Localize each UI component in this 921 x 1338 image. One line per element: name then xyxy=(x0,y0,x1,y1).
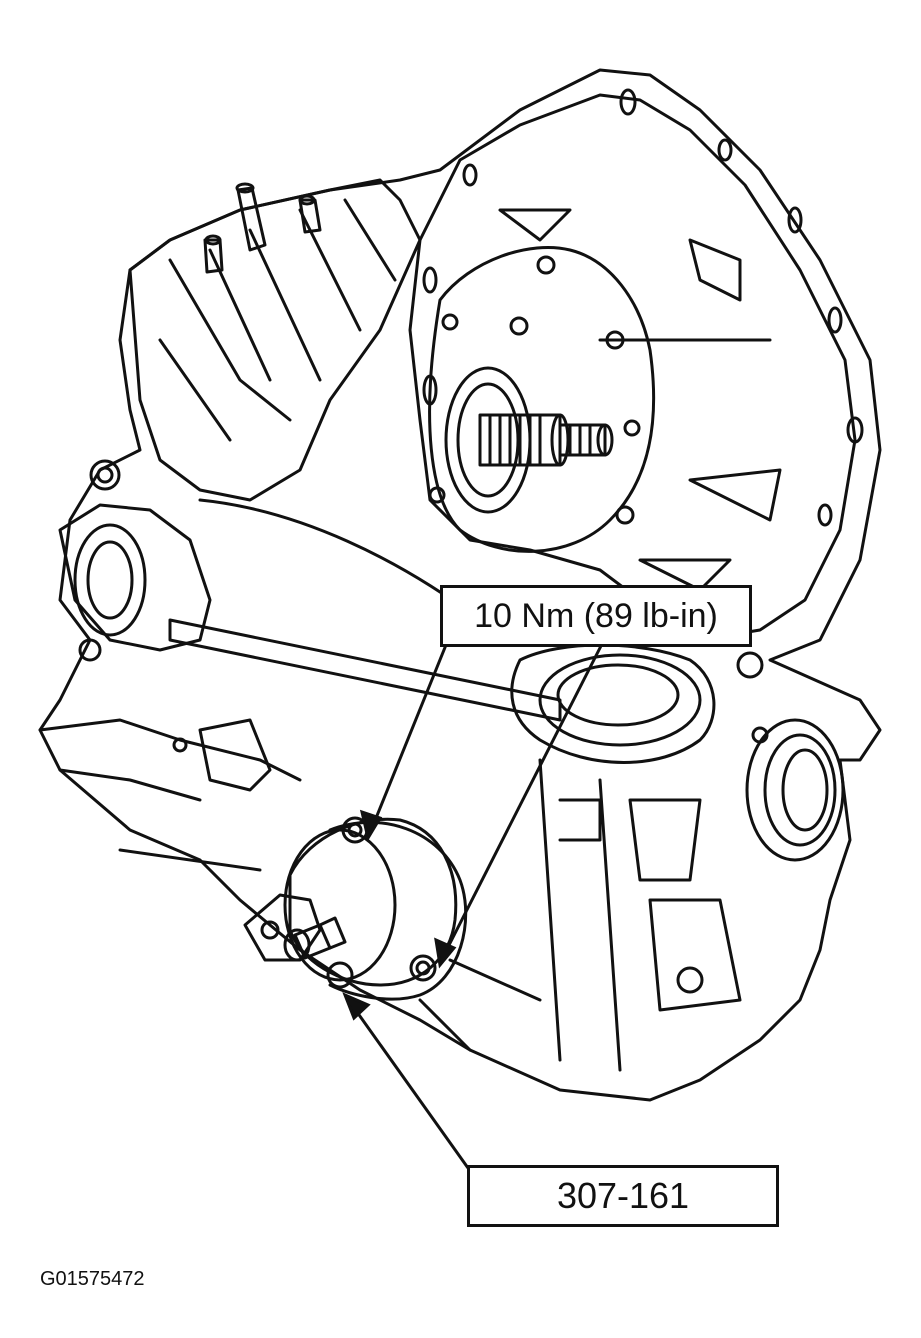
figure-id: G01575472 xyxy=(40,1268,145,1290)
transaxle-housing-outline xyxy=(38,68,882,1102)
bell-housing-flange xyxy=(408,93,857,642)
special-tool-callout: 307-161 xyxy=(467,1165,779,1227)
cover-mount-ear xyxy=(243,893,322,962)
left-mount-boss xyxy=(58,503,212,652)
vent-tube xyxy=(236,186,267,252)
lower-case-ribs xyxy=(538,758,562,1062)
lower-mount-block xyxy=(198,718,272,792)
torque-spec-callout: 10 Nm (89 lb-in) xyxy=(440,585,752,647)
right-axle-seal xyxy=(745,718,845,862)
upper-housing-ribs xyxy=(128,178,422,502)
pump-face xyxy=(428,245,656,553)
axle-tube xyxy=(168,618,562,722)
torque-spec-label: 10 Nm (89 lb-in) xyxy=(474,596,718,635)
special-tool-label: 307-161 xyxy=(556,1175,690,1216)
tool-bolt-lower xyxy=(409,954,437,982)
